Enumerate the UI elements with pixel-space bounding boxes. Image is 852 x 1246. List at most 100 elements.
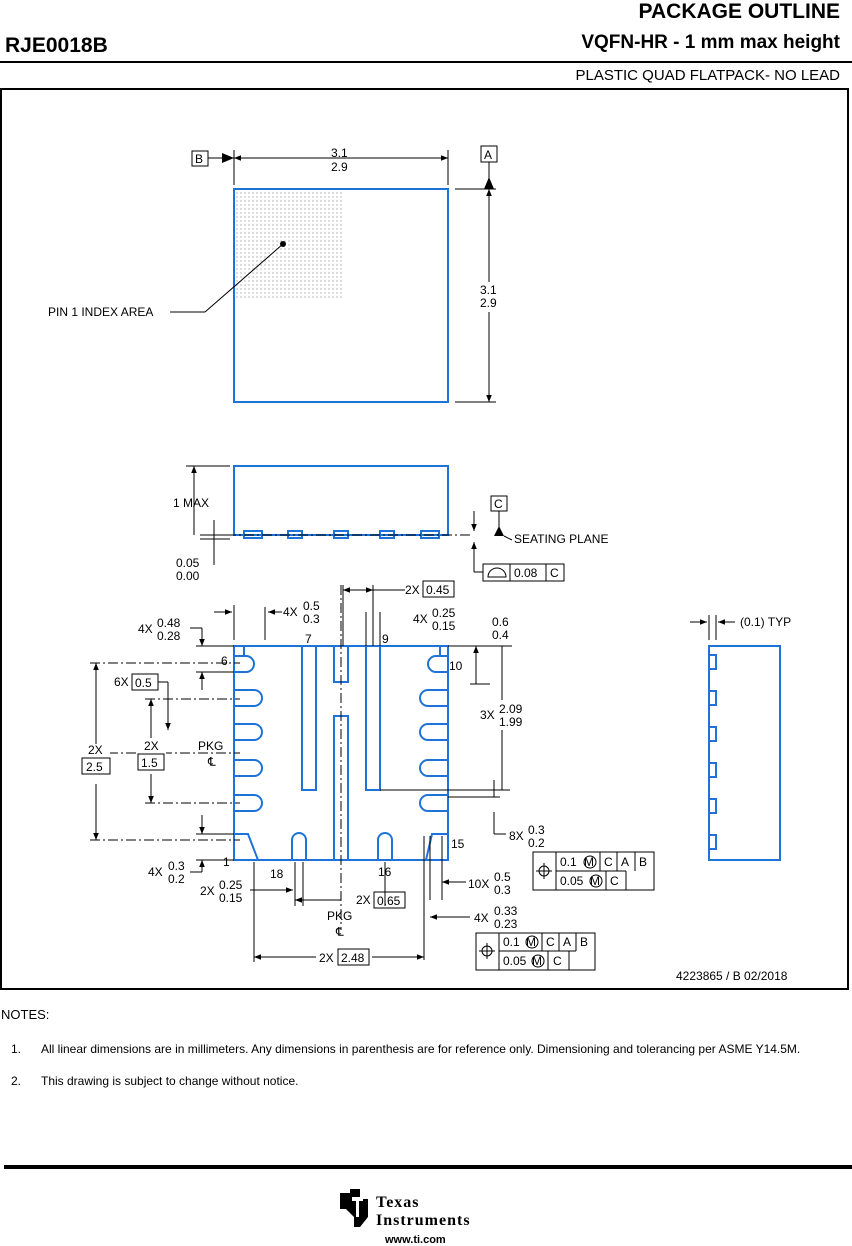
- header-subtitle: VQFN-HR - 1 mm max height: [581, 32, 840, 53]
- svg-text:2X: 2X: [144, 739, 159, 753]
- svg-text:M: M: [532, 954, 542, 968]
- datum-c: C: [494, 497, 503, 511]
- top-height-max: 3.1: [480, 283, 497, 297]
- pin-1: 1: [223, 855, 230, 869]
- package-type: PLASTIC QUAD FLATPACK- NO LEAD: [575, 67, 841, 84]
- top-height-min: 2.9: [480, 296, 497, 310]
- typ-label: (0.1) TYP: [740, 615, 791, 629]
- side-view: 1 MAX 0.05 0.00 C SEATING PLANE 0.08 C: [173, 465, 608, 583]
- ti-logo[interactable]: Texas Instruments: [334, 1187, 509, 1232]
- pkg-label-bottom: PKG: [327, 909, 352, 923]
- pitch-6x: 0.5: [135, 676, 152, 690]
- note-2: 2.This drawing is subject to change with…: [11, 1074, 299, 1088]
- pad-4x-min: 0.3: [303, 612, 320, 626]
- svg-text:4X: 4X: [138, 622, 153, 636]
- w-8x-max: 0.3: [528, 823, 545, 837]
- w-10x-min: 0.3: [494, 883, 511, 897]
- len-3x-max: 2.09: [499, 702, 523, 716]
- top-view-body: [233, 188, 449, 403]
- note-1: 1.All linear dimensions are in millimete…: [11, 1042, 801, 1056]
- top-width-max: 3.1: [331, 146, 348, 160]
- svg-text:4X: 4X: [148, 865, 163, 879]
- fcf2-tol1: 0.1: [503, 935, 520, 949]
- svg-text:4X: 4X: [413, 612, 428, 626]
- seating-plane: SEATING PLANE: [514, 532, 608, 546]
- w-2x-bot-min: 0.15: [219, 891, 243, 905]
- top-width-min: 2.9: [331, 160, 348, 174]
- svg-text:A: A: [621, 855, 629, 869]
- svg-text:C: C: [604, 855, 613, 869]
- standoff-min: 0.00: [176, 569, 200, 583]
- drawing-number: 4223865 / B 02/2018: [676, 969, 788, 983]
- flatness-fcf: [482, 563, 565, 582]
- svg-text:B: B: [639, 855, 647, 869]
- len-3x-min: 1.99: [499, 715, 523, 729]
- flatness-value: 0.08: [514, 566, 538, 580]
- svg-text:M: M: [590, 874, 600, 888]
- datum-a: A: [484, 148, 492, 162]
- top-view: PIN 1 INDEX AREA B 3.1 2.9 A 3.1 2.9: [48, 145, 502, 403]
- one-max: 1 MAX: [173, 496, 209, 510]
- pin-9: 9: [382, 632, 389, 646]
- ti-logo-icon: Texas Instruments: [340, 1189, 470, 1229]
- header-title: PACKAGE OUTLINE: [638, 0, 840, 23]
- pin-7: 7: [305, 632, 312, 646]
- position-fcf-2: 0.1 M C A B 0.05 M C: [475, 932, 596, 971]
- w-10x-max: 0.5: [494, 870, 511, 884]
- package-drawing: PIN 1 INDEX AREA B 3.1 2.9 A 3.1 2.9: [48, 145, 791, 983]
- pin-10: 10: [449, 659, 463, 673]
- fcf1-tol1: 0.1: [560, 855, 577, 869]
- svg-text:C: C: [610, 874, 619, 888]
- side-view-body: [233, 465, 449, 536]
- pin-18: 18: [270, 867, 284, 881]
- lead-4x-min: 0.15: [432, 619, 456, 633]
- w-4x-br-max: 0.33: [494, 904, 518, 918]
- pin1-index-area: [236, 191, 342, 298]
- svg-text:8X: 8X: [509, 829, 524, 843]
- svg-text:6X: 6X: [114, 675, 129, 689]
- w-8x-min: 0.2: [528, 836, 545, 850]
- svg-text:C: C: [546, 935, 555, 949]
- pin1-leader: [204, 243, 284, 313]
- svg-text:M: M: [526, 935, 536, 949]
- corner-4x-min: 0.28: [157, 629, 181, 643]
- svg-text:2X: 2X: [319, 951, 334, 965]
- w-4x-bl-min: 0.2: [168, 872, 185, 886]
- svg-text:2X: 2X: [88, 743, 103, 757]
- position-fcf-1: 0.1 M C A B 0.05 M C: [532, 851, 655, 891]
- pitch-065: 0.65: [377, 894, 401, 908]
- drawing-frame: [0, 88, 849, 990]
- pad-4x-max: 0.5: [303, 599, 320, 613]
- package-id: RJE0018B: [5, 34, 108, 57]
- svg-text:10X: 10X: [468, 877, 489, 891]
- footer-divider: [4, 1165, 852, 1169]
- pin1-label: PIN 1 INDEX AREA: [48, 305, 153, 319]
- svg-text:C: C: [553, 954, 562, 968]
- svg-text:2X: 2X: [405, 583, 420, 597]
- right-04: 0.4: [492, 628, 509, 642]
- svg-text:A: A: [563, 935, 571, 949]
- svg-text:M: M: [584, 855, 594, 869]
- lead-4x-max: 0.25: [432, 606, 456, 620]
- svg-text:4X: 4X: [283, 605, 298, 619]
- side-view-right: (0.1) TYP: [690, 615, 791, 861]
- flatness-datum: C: [550, 566, 559, 580]
- svg-text:2X: 2X: [356, 893, 371, 907]
- notes-heading: NOTES:: [1, 1007, 50, 1022]
- span-2-48: 2.48: [341, 951, 365, 965]
- svg-text:B: B: [580, 935, 588, 949]
- svg-text:Texas: Texas: [376, 1194, 420, 1211]
- pkg-label-left: PKG: [198, 739, 223, 753]
- pin-15: 15: [451, 837, 465, 851]
- cl-left: ℄: [207, 755, 216, 769]
- right-06: 0.6: [492, 615, 509, 629]
- standoff-max: 0.05: [176, 556, 200, 570]
- svg-text:2X: 2X: [200, 884, 215, 898]
- fcf2-tol2: 0.05: [503, 954, 527, 968]
- bottom-view: 6 7 9 10 1 18 16 15 2X 0.45 4X 0.5 0.3 4…: [80, 580, 655, 971]
- span-2-5: 2.5: [86, 760, 103, 774]
- w-4x-br-min: 0.23: [494, 917, 518, 931]
- fcf1-tol2: 0.05: [560, 874, 584, 888]
- footer-url[interactable]: www.ti.com: [385, 1234, 446, 1246]
- corner-4x-max: 0.48: [157, 616, 181, 630]
